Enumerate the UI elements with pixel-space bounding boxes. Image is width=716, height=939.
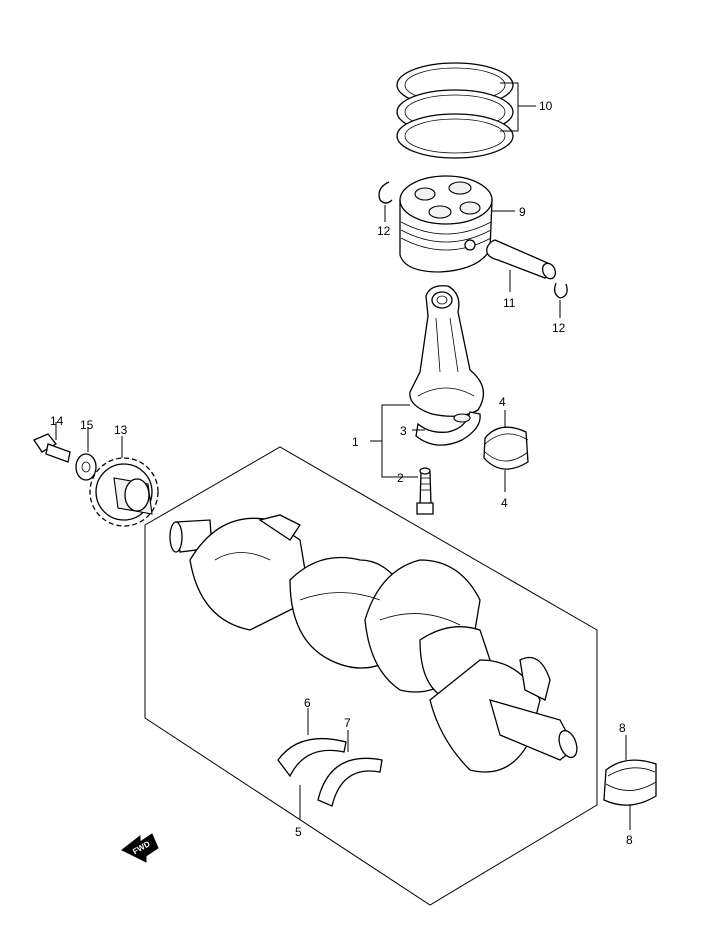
callout-2: 2	[397, 471, 404, 485]
main-bearing	[603, 735, 657, 830]
callout-14: 14	[50, 414, 64, 428]
callout-15: 15	[80, 418, 94, 432]
circlip-left	[378, 181, 393, 222]
callout-5: 5	[295, 825, 302, 839]
callout-3: 3	[400, 424, 407, 438]
rod-bolt	[407, 467, 434, 515]
circlip-right	[554, 282, 568, 318]
callout-8-bottom: 8	[626, 833, 633, 847]
callout-8-top: 8	[619, 721, 626, 735]
piston-pin	[486, 239, 557, 292]
callout-13: 13	[114, 423, 128, 437]
connecting-rod	[409, 285, 485, 417]
callout-12-right: 12	[552, 321, 566, 335]
washer	[75, 427, 97, 481]
callout-1: 1	[352, 435, 359, 449]
callout-11: 11	[503, 296, 516, 310]
piston-rings	[396, 62, 536, 159]
rod-bearing	[483, 410, 529, 492]
callout-10: 10	[539, 99, 553, 113]
fwd-arrow: FWD	[121, 833, 159, 863]
piston	[399, 175, 515, 273]
bolt	[33, 422, 71, 463]
callout-12-left: 12	[377, 224, 391, 238]
connecting-rod-cap	[415, 411, 481, 446]
thrust-bearing-7	[299, 730, 383, 820]
callout-bracket-1	[370, 404, 425, 478]
crankshaft	[169, 514, 578, 773]
callout-labels: 1 2 3 4 4 5 6 7 8 8 9 10 11 12 12 13 14 …	[50, 99, 633, 847]
callout-6: 6	[304, 696, 311, 710]
callout-7: 7	[344, 716, 351, 730]
callout-9: 9	[519, 205, 526, 219]
sprocket-gear	[89, 436, 159, 527]
thrust-bearing-6	[277, 708, 347, 778]
callout-4-bottom: 4	[501, 496, 508, 510]
callout-4-top: 4	[499, 395, 506, 409]
crankshaft-frame	[144, 446, 598, 906]
